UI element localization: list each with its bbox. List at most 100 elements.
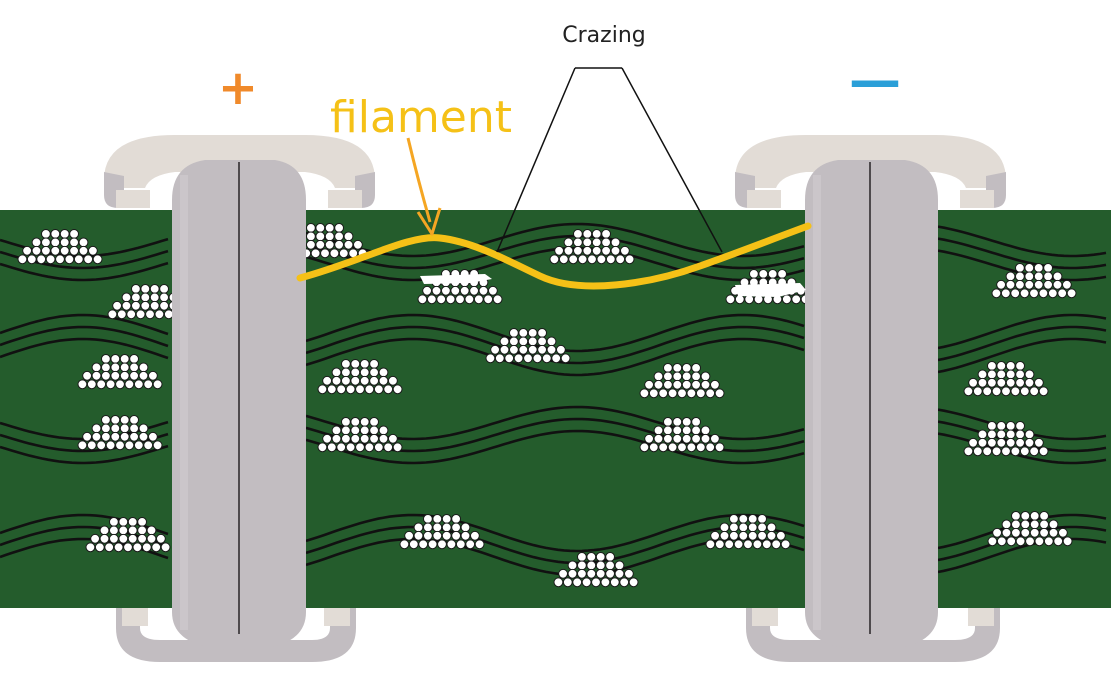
- glass-fiber-dot: [64, 254, 75, 265]
- glass-fiber-dot: [766, 522, 777, 533]
- glass-fiber-dot: [119, 370, 130, 381]
- glass-fiber-dot: [595, 568, 606, 579]
- glass-fiber-dot: [677, 388, 687, 399]
- glass-fiber-dot: [450, 285, 461, 296]
- glass-fiber-dot: [672, 363, 683, 373]
- glass-fiber-dot: [369, 433, 380, 444]
- glass-fiber-dot: [1033, 279, 1044, 290]
- glass-fiber-dot: [780, 539, 791, 550]
- glass-fiber-dot: [537, 344, 547, 355]
- weave-line: [0, 313, 169, 336]
- glass-fiber-dot: [94, 542, 105, 553]
- glass-fiber-dot: [59, 237, 70, 248]
- glass-fiber-dot: [987, 429, 997, 440]
- glass-fiber-dot: [681, 379, 692, 390]
- fiber-bundle: [317, 359, 403, 395]
- glass-fiber-dot: [119, 415, 130, 425]
- glass-fiber-dot: [691, 363, 701, 373]
- glass-fiber-dot: [378, 375, 389, 386]
- glass-fiber-dot: [527, 344, 538, 355]
- glass-fiber-dot: [478, 285, 489, 296]
- glass-fiber-dot: [595, 560, 606, 571]
- glass-fiber-dot: [663, 417, 673, 427]
- glass-fiber-dot: [163, 309, 174, 320]
- glass-fiber-dot: [653, 371, 664, 382]
- glass-fiber-dot: [324, 239, 335, 250]
- glass-fiber-dot: [963, 446, 974, 457]
- glass-fiber-dot: [591, 229, 602, 239]
- glass-fiber-dot: [359, 417, 370, 427]
- glass-fiber-dot: [1058, 527, 1068, 538]
- weave-line: [0, 444, 169, 465]
- fiber-bundle: [17, 229, 103, 265]
- glass-fiber-dot: [1015, 279, 1025, 290]
- glass-fiber-dot: [1029, 527, 1040, 538]
- glass-fiber-dot: [658, 388, 669, 399]
- glass-fiber-dot: [663, 433, 673, 444]
- glass-fiber-dot: [341, 375, 351, 386]
- glass-fiber-dot: [413, 530, 424, 541]
- glass-fiber-dot: [1020, 527, 1031, 538]
- glass-fiber-dot: [546, 336, 557, 347]
- glass-fiber-dot: [31, 245, 42, 256]
- weave-line: [305, 234, 805, 270]
- glass-fiber-dot: [695, 388, 706, 399]
- glass-fiber-dot: [1010, 288, 1021, 299]
- glass-fiber-dot: [460, 522, 471, 533]
- glass-fiber-dot: [441, 530, 452, 541]
- filament-arrow-shaft: [406, 137, 432, 223]
- glass-fiber-dot: [1011, 511, 1021, 521]
- glass-fiber-dot: [91, 423, 102, 434]
- glass-fiber-dot: [322, 375, 333, 386]
- glass-fiber-dot: [1005, 377, 1016, 388]
- crazing-callout-lines: [496, 67, 723, 253]
- glass-fiber-dot: [78, 237, 89, 248]
- glass-fiber-dot: [124, 379, 135, 390]
- glass-fiber-dot: [725, 294, 736, 305]
- glass-fiber-dot: [149, 284, 160, 294]
- glass-fiber-dot: [991, 446, 1002, 457]
- via-positive-bottom-pad-left: [122, 608, 148, 626]
- via-negative-barrel-highlight: [813, 175, 821, 630]
- glass-fiber-dot: [1015, 377, 1025, 388]
- glass-fiber-dot: [1010, 386, 1021, 397]
- glass-fiber-dot: [663, 425, 673, 436]
- glass-fiber-dot: [509, 344, 519, 355]
- glass-fiber-dot: [317, 384, 328, 395]
- glass-fiber-dot: [59, 229, 70, 239]
- glass-fiber-dot: [326, 384, 337, 395]
- glass-fiber-dot: [455, 539, 466, 550]
- glass-fiber-dot: [705, 539, 716, 550]
- glass-fiber-dot: [109, 517, 119, 527]
- glass-fiber-dot: [133, 379, 144, 390]
- glass-fiber-dot: [1005, 361, 1016, 371]
- glass-fiber-dot: [355, 384, 365, 395]
- glass-fiber-dot: [88, 245, 98, 256]
- glass-fiber-dot: [1039, 519, 1049, 530]
- glass-fiber-dot: [729, 522, 739, 533]
- glass-fiber-dot: [110, 362, 121, 373]
- glass-fiber-dot: [733, 539, 744, 550]
- glass-fiber-dot: [132, 542, 143, 553]
- glass-fiber-dot: [423, 522, 433, 533]
- crazing-callout-right-leg: [621, 67, 723, 253]
- glass-fiber-dot: [373, 384, 384, 395]
- glass-fiber-dot: [17, 254, 28, 265]
- via-negative: [735, 135, 1006, 662]
- glass-fiber-dot: [729, 514, 739, 524]
- glass-fiber-dot: [1001, 519, 1012, 530]
- glass-fiber-dot: [77, 379, 88, 390]
- glass-fiber-dot: [1024, 429, 1035, 440]
- glass-fiber-dot: [963, 386, 974, 397]
- glass-fiber-dot: [776, 530, 786, 541]
- glass-fiber-dot: [791, 294, 802, 305]
- glass-fiber-dot: [369, 375, 380, 386]
- glass-fiber-dot: [110, 431, 121, 442]
- fiber-bundle: [77, 354, 163, 390]
- glass-fiber-dot: [553, 577, 564, 588]
- glass-fiber-dot: [1001, 527, 1012, 538]
- glass-fiber-dot: [667, 388, 678, 399]
- glass-fiber-dot: [119, 362, 130, 373]
- glass-fiber-dot: [317, 442, 328, 453]
- glass-fiber-dot: [499, 344, 510, 355]
